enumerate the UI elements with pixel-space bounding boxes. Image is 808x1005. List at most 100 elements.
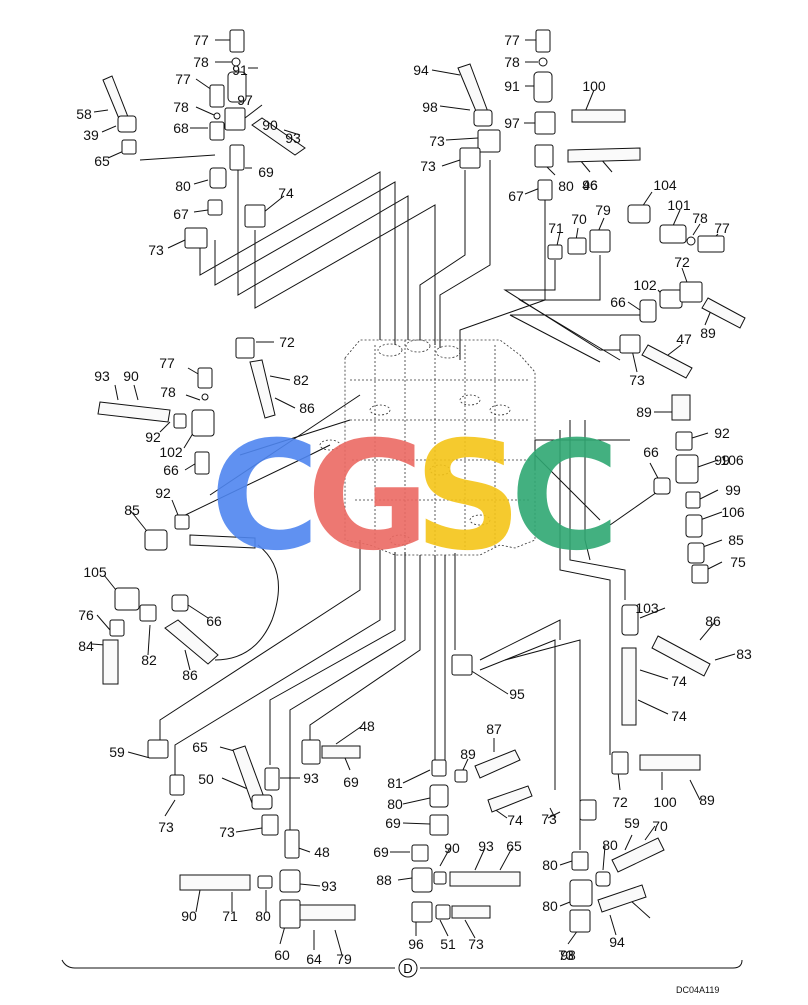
callout-59: 59 [109, 744, 125, 760]
callout-73: 73 [158, 819, 174, 835]
callout-77: 77 [159, 355, 175, 371]
callout-72: 72 [612, 794, 628, 810]
callout-80: 80 [542, 898, 558, 914]
callout-92: 92 [155, 485, 171, 501]
callout-79: 79 [336, 951, 352, 967]
callout-78: 78 [173, 99, 189, 115]
callout-71: 71 [222, 908, 238, 924]
callout-68: 68 [173, 120, 189, 136]
callout-69: 69 [373, 844, 389, 860]
callout-80: 80 [542, 857, 558, 873]
callout-65: 65 [192, 739, 208, 755]
callout-92: 92 [714, 425, 730, 441]
callout-88: 88 [376, 872, 392, 888]
document-id: DC04A119 [676, 985, 720, 995]
watermark-letter: C [210, 410, 320, 584]
callout-73: 73 [468, 936, 484, 952]
callout-79: 79 [595, 202, 611, 218]
callout-97: 97 [237, 92, 253, 108]
callout-90: 90 [123, 368, 139, 384]
callout-73: 73 [148, 242, 164, 258]
callout-78: 78 [504, 54, 520, 70]
callout-103: 103 [635, 600, 659, 616]
callout-94: 94 [609, 934, 625, 950]
callout-100: 100 [653, 794, 677, 810]
callout-98: 98 [560, 947, 576, 963]
callout-70: 70 [652, 818, 668, 834]
callout-65: 65 [94, 153, 110, 169]
callout-65: 65 [506, 838, 522, 854]
callout-89: 89 [636, 404, 652, 420]
callout-74: 74 [507, 812, 523, 828]
callout-93: 93 [321, 878, 337, 894]
callout-91: 91 [232, 62, 248, 78]
callout-58: 58 [76, 106, 92, 122]
callout-90: 90 [262, 117, 278, 133]
callout-48: 48 [359, 718, 375, 734]
watermark-letter: G [306, 410, 429, 584]
callout-73: 73 [219, 824, 235, 840]
callout-105: 105 [83, 564, 107, 580]
callout-87: 87 [486, 721, 502, 737]
callout-80: 80 [558, 178, 574, 194]
callout-67: 67 [173, 206, 189, 222]
callout-60: 60 [274, 947, 290, 963]
callout-102: 102 [159, 444, 183, 460]
callout-98: 98 [422, 99, 438, 115]
callout-80: 80 [175, 178, 191, 194]
callout-97: 97 [504, 115, 520, 131]
callout-83: 83 [736, 646, 752, 662]
callout-90: 90 [444, 840, 460, 856]
callout-95: 95 [509, 686, 525, 702]
callout-51: 51 [440, 936, 456, 952]
callout-59: 59 [624, 815, 640, 831]
callout-89: 89 [699, 792, 715, 808]
callout-99: 99 [714, 452, 730, 468]
pipe-routing [159, 160, 661, 850]
callout-39: 39 [83, 127, 99, 143]
callout-69: 69 [385, 815, 401, 831]
callout-94: 94 [413, 62, 429, 78]
callout-69: 69 [258, 164, 274, 180]
callout-76: 76 [78, 607, 94, 623]
callout-80: 80 [602, 837, 618, 853]
callout-91: 91 [504, 78, 520, 94]
callout-86: 86 [705, 613, 721, 629]
callout-73: 73 [629, 372, 645, 388]
callout-66: 66 [206, 613, 222, 629]
callout-66: 66 [610, 294, 626, 310]
callout-102: 102 [633, 277, 657, 293]
callout-69: 69 [343, 774, 359, 790]
section-bracket: D [61, 958, 743, 978]
callout-92: 92 [145, 429, 161, 445]
callout-84: 84 [78, 638, 94, 654]
callout-47: 47 [676, 331, 692, 347]
callout-66: 66 [643, 444, 659, 460]
callout-48: 48 [314, 844, 330, 860]
callout-100: 100 [582, 78, 606, 94]
callout-82: 82 [293, 372, 309, 388]
fittings-and-hoses [97, 29, 746, 933]
callout-85: 85 [728, 532, 744, 548]
callout-106: 106 [721, 504, 745, 520]
callout-75: 75 [730, 554, 746, 570]
callout-93: 93 [285, 130, 301, 146]
callout-93: 93 [303, 770, 319, 786]
callout-89: 89 [700, 325, 716, 341]
callout-73: 73 [420, 158, 436, 174]
callout-74: 74 [671, 673, 687, 689]
callout-78: 78 [160, 384, 176, 400]
callout-93: 93 [478, 838, 494, 854]
callout-96: 96 [582, 177, 598, 193]
callout-85: 85 [124, 502, 140, 518]
callout-66: 66 [163, 462, 179, 478]
callout-90: 90 [181, 908, 197, 924]
callout-77: 77 [714, 220, 730, 236]
callout-106: 106 [720, 452, 744, 468]
leader-lines [91, 39, 736, 956]
callout-82: 82 [141, 652, 157, 668]
callout-86: 86 [299, 400, 315, 416]
callout-78: 78 [692, 210, 708, 226]
